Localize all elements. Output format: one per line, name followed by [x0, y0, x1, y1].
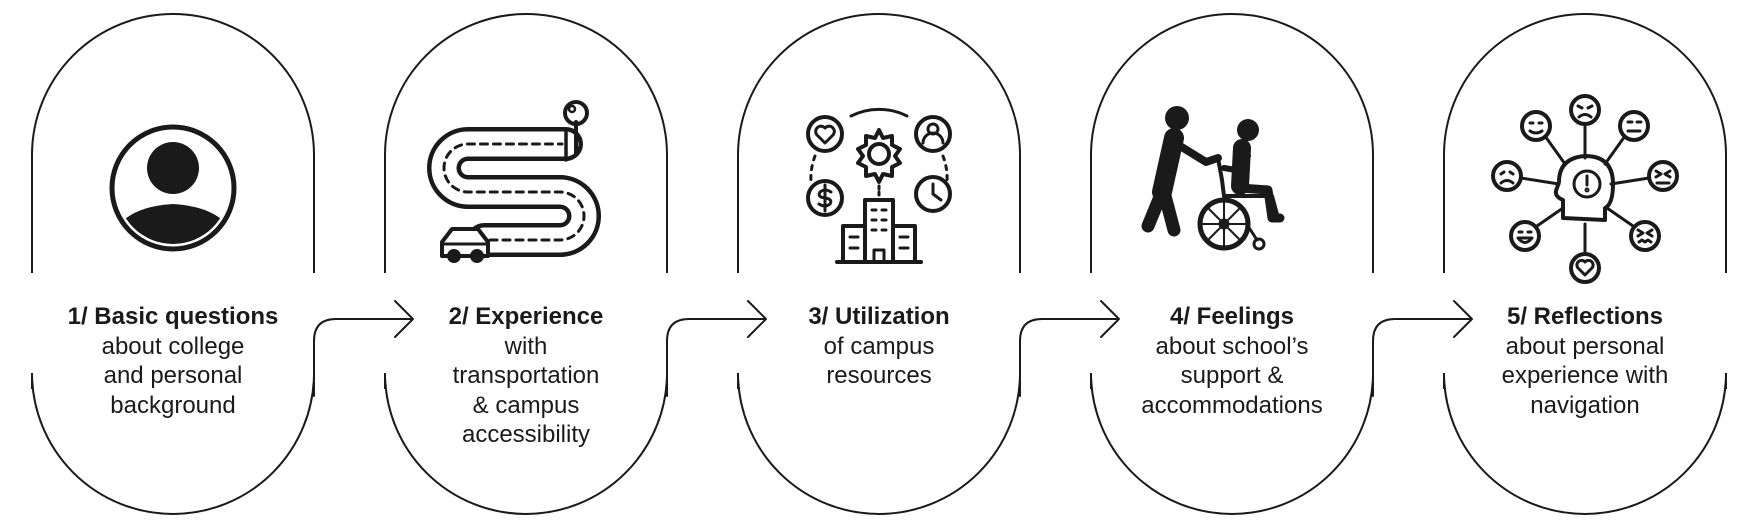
- step-1-title: 1/ Basic questions: [67, 303, 279, 330]
- connector-arrow-2-3: [666, 300, 767, 397]
- step-4-label: 4/ Feelings about school’s support & acc…: [1097, 302, 1367, 420]
- step-5-label: 5/ Reflections about personal experience…: [1450, 302, 1720, 420]
- connector-arrow-3-4: [1019, 300, 1120, 397]
- person-avatar-icon: [109, 124, 237, 252]
- step-3-label: 3/ Utilization of campus resources: [744, 302, 1014, 391]
- step-5-capsule: [1443, 13, 1727, 515]
- step-1-label: 1/ Basic questions about college and per…: [38, 302, 308, 420]
- step-5-description: about personal experience with navigatio…: [1501, 332, 1669, 419]
- connector-arrow-4-5: [1372, 300, 1473, 397]
- step-3-description: of campus resources: [823, 332, 935, 390]
- connector-arrow-1-2: [313, 300, 414, 397]
- wheelchair-assistance-icon: [1141, 106, 1285, 251]
- step-1-capsule: [31, 13, 315, 515]
- step-4: 4/ Feelings about school’s support & acc…: [1090, 13, 1374, 515]
- step-5-title: 5/ Reflections: [1506, 303, 1664, 330]
- step-3: 3/ Utilization of campus resources: [737, 13, 1021, 515]
- emotions-map-icon: [1491, 94, 1679, 284]
- step-4-title: 4/ Feelings: [1169, 303, 1295, 330]
- step-2-title: 2/ Experience: [448, 303, 604, 330]
- step-2-label: 2/ Experience with transportation & camp…: [391, 302, 661, 450]
- step-2-description: with transportation & campus accessibili…: [452, 332, 600, 449]
- step-3-capsule: [737, 13, 1021, 515]
- step-3-title: 3/ Utilization: [808, 303, 950, 330]
- road-route-car-icon: [427, 100, 601, 263]
- step-2-capsule: [384, 13, 668, 515]
- campus-resources-icon: [806, 107, 952, 264]
- step-5: 5/ Reflections about personal experience…: [1443, 13, 1727, 515]
- step-1-description: about college and personal background: [101, 332, 245, 419]
- step-4-capsule: [1090, 13, 1374, 515]
- step-4-description: about school’s support & accommodations: [1141, 332, 1323, 419]
- step-2: 2/ Experience with transportation & camp…: [384, 13, 668, 515]
- step-1: 1/ Basic questions about college and per…: [31, 13, 315, 515]
